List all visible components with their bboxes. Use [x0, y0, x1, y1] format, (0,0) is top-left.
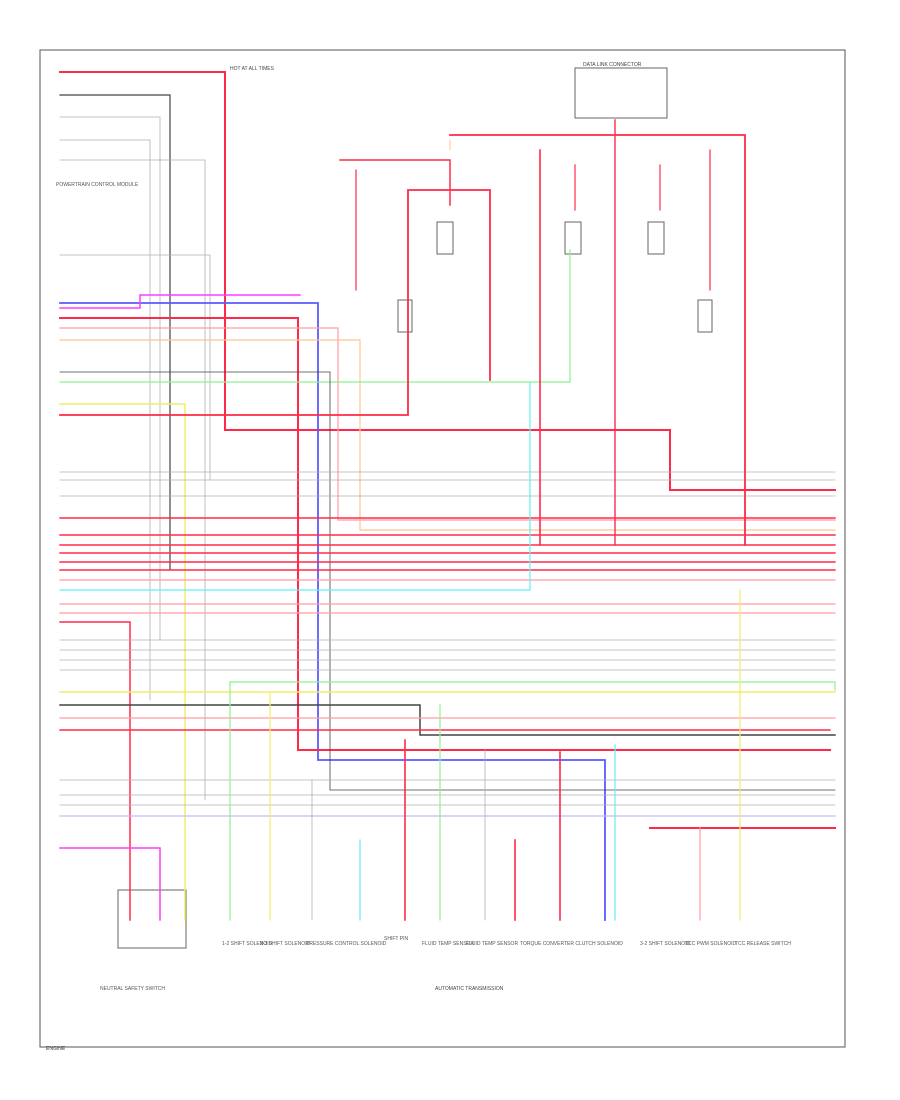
- relay-box-3: [647, 221, 665, 255]
- component-label-5: FLUID TEMP SENSOR: [422, 941, 474, 947]
- neutral-safety-switch-box: [117, 889, 187, 949]
- wire-dark-13: [59, 371, 836, 791]
- wire-red-29: [59, 621, 131, 921]
- wire-orange-11: [59, 339, 836, 531]
- component-boxes: [117, 67, 713, 949]
- wire-dark-36: [59, 704, 836, 736]
- component-label-2: 2-3 SHIFT SOLENOID: [260, 941, 311, 947]
- wire-gray-6: [59, 254, 211, 481]
- component-label-6: FLUID TEMP SENSOR: [466, 941, 518, 947]
- wire-red-58: [339, 159, 451, 206]
- component-label-4: SHIFT PIN: [384, 936, 408, 942]
- wire-red-15: [59, 189, 491, 416]
- wire-yellow-14: [59, 403, 186, 921]
- component-label-9: TCC PWM SOLENOID: [685, 941, 737, 947]
- relay-box-4: [397, 299, 413, 333]
- wire-red-9: [59, 317, 831, 751]
- wire-magenta-44: [59, 847, 161, 921]
- relay-box-5: [697, 299, 713, 333]
- wire-green-12: [59, 249, 571, 383]
- relay-box-1: [436, 221, 454, 255]
- wire-gray-5: [59, 159, 206, 801]
- top-center-label: HOT AT ALL TIMES: [230, 66, 275, 72]
- wire-cyan-26: [59, 381, 531, 591]
- component-labels: 1-2 SHIFT SOLENOID 2-3 SHIFT SOLENOID PR…: [222, 936, 791, 947]
- relay-box-2: [564, 221, 582, 255]
- wire-blue-7: [59, 302, 606, 921]
- component-label-3: PRESSURE CONTROL SOLENOID: [306, 941, 387, 947]
- bottom-left-label: NEUTRAL SAFETY SWITCH: [100, 986, 165, 992]
- corner-note: ENGINE: [46, 1046, 66, 1052]
- diagram-frame: [39, 49, 846, 1048]
- wire-harness: [59, 71, 836, 921]
- component-label-1: 1-2 SHIFT SOLENOID: [222, 941, 273, 947]
- wire-dark-2: [59, 94, 171, 571]
- wire-gray-4: [59, 139, 151, 701]
- left-module-label: POWERTRAIN CONTROL MODULE: [56, 182, 139, 188]
- bottom-caption: AUTOMATIC TRANSMISSION: [435, 986, 504, 992]
- wire-green-35: [229, 681, 836, 691]
- data-link-connector-box: [574, 67, 668, 119]
- wire-red-57: [449, 134, 746, 546]
- component-label-7: TORQUE CONVERTER CLUTCH SOLENOID: [520, 941, 623, 947]
- component-label-8: 3-2 SHIFT SOLENOID: [640, 941, 691, 947]
- top-right-label: DATA LINK CONNECTOR: [583, 62, 642, 68]
- wire-gray-3: [59, 116, 161, 641]
- wire-pink-10: [59, 327, 836, 521]
- wire-red-1: [59, 71, 836, 491]
- component-label-10: TCC RELEASE SWITCH: [735, 941, 791, 947]
- wire-magenta-8: [59, 294, 301, 309]
